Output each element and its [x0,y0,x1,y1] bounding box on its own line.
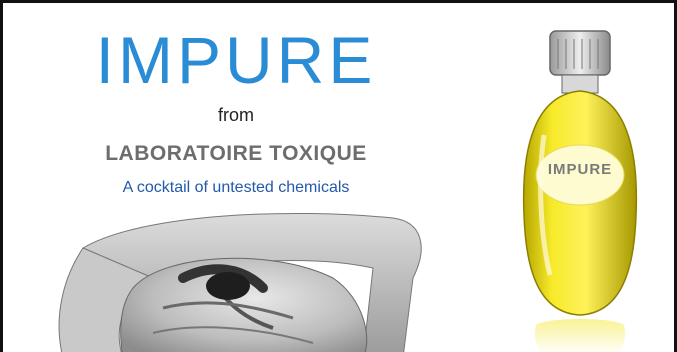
maker-name: LABORATOIRE TOXIQUE [105,142,367,165]
bottle-label: IMPURE [547,161,613,178]
model-photo [58,212,422,352]
brand-title: IMPURE [95,23,377,97]
from-text: from [218,105,254,125]
tagline: A cocktail of untested chemicals [122,179,350,196]
perfume-bottle-icon [522,30,638,352]
